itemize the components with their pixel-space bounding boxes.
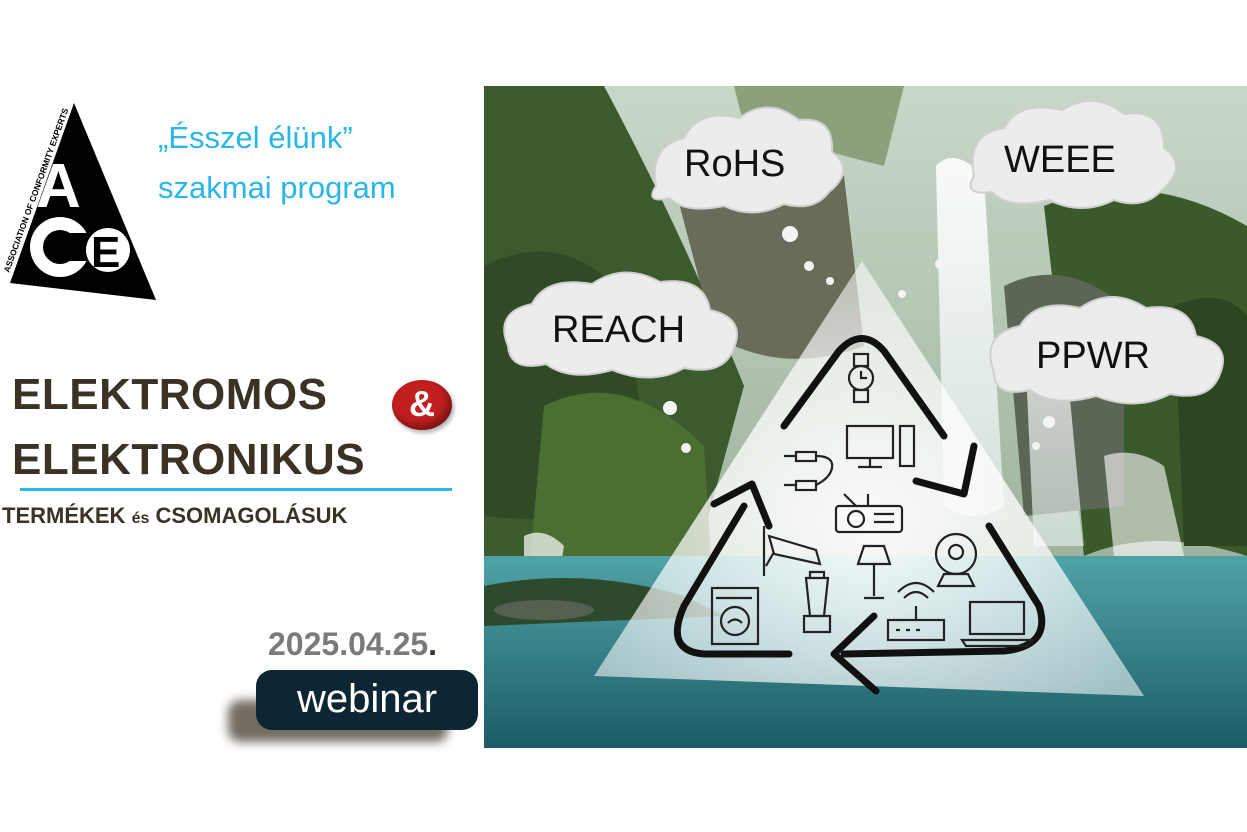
floor-lamp-icon — [856, 544, 892, 600]
event-date-dot: . — [428, 626, 438, 662]
cloud-weee: WEEE — [969, 99, 1177, 209]
cloud-rohs-label: RoHS — [684, 143, 785, 185]
blender-icon — [802, 570, 832, 634]
usb-cable-icon — [784, 450, 834, 492]
event-date: 2025.04.25. — [268, 628, 437, 660]
tagline-subtitle: szakmai program — [158, 170, 396, 205]
cloud-weee-label: WEEE — [1004, 139, 1116, 181]
event-date-value: 2025.04.25 — [268, 626, 429, 662]
cloud-reach-label: REACH — [552, 309, 685, 351]
logo-letter-e: E — [91, 228, 120, 277]
washing-machine-icon — [710, 586, 760, 646]
watch-icon — [847, 352, 875, 404]
ampersand-badge: & — [392, 380, 452, 430]
thought-bubbles — [663, 226, 1055, 453]
subline-part2: CSOMAGOLÁSUK — [155, 503, 348, 528]
cloud-ppwr: PPWR — [989, 296, 1224, 405]
laptop-icon — [959, 600, 1035, 648]
waterfall-illustration: RoHS WEEE REACH PPWR — [484, 86, 1247, 748]
recycle-arrows-icon — [673, 335, 1046, 695]
heading-subline: TERMÉKEK és CSOMAGOLÁSUK — [2, 505, 347, 527]
cloud-reach: REACH — [503, 271, 738, 379]
heading-divider — [20, 488, 452, 491]
ace-logo: ASSOCIATION OF CONFORMITY EXPERTS A E — [0, 95, 160, 305]
security-camera-icon — [762, 526, 822, 576]
webcam-icon — [934, 532, 978, 588]
heading-line2: ELEKTRONIKUS — [12, 435, 366, 484]
projector-icon — [834, 493, 904, 534]
cloud-ppwr-label: PPWR — [1036, 335, 1150, 377]
webinar-badge: webinar — [256, 670, 478, 730]
subline-part1: TERMÉKEK — [2, 503, 126, 528]
subline-connector: és — [131, 510, 150, 527]
logo-letter-a: A — [36, 152, 81, 221]
desktop-computer-icon — [845, 424, 916, 469]
cloud-rohs: RoHS — [651, 106, 845, 214]
wifi-router-icon — [886, 581, 946, 642]
tagline-title: „Ésszel élünk” — [158, 120, 353, 155]
heading-line1: ELEKTROMOS — [12, 370, 328, 419]
